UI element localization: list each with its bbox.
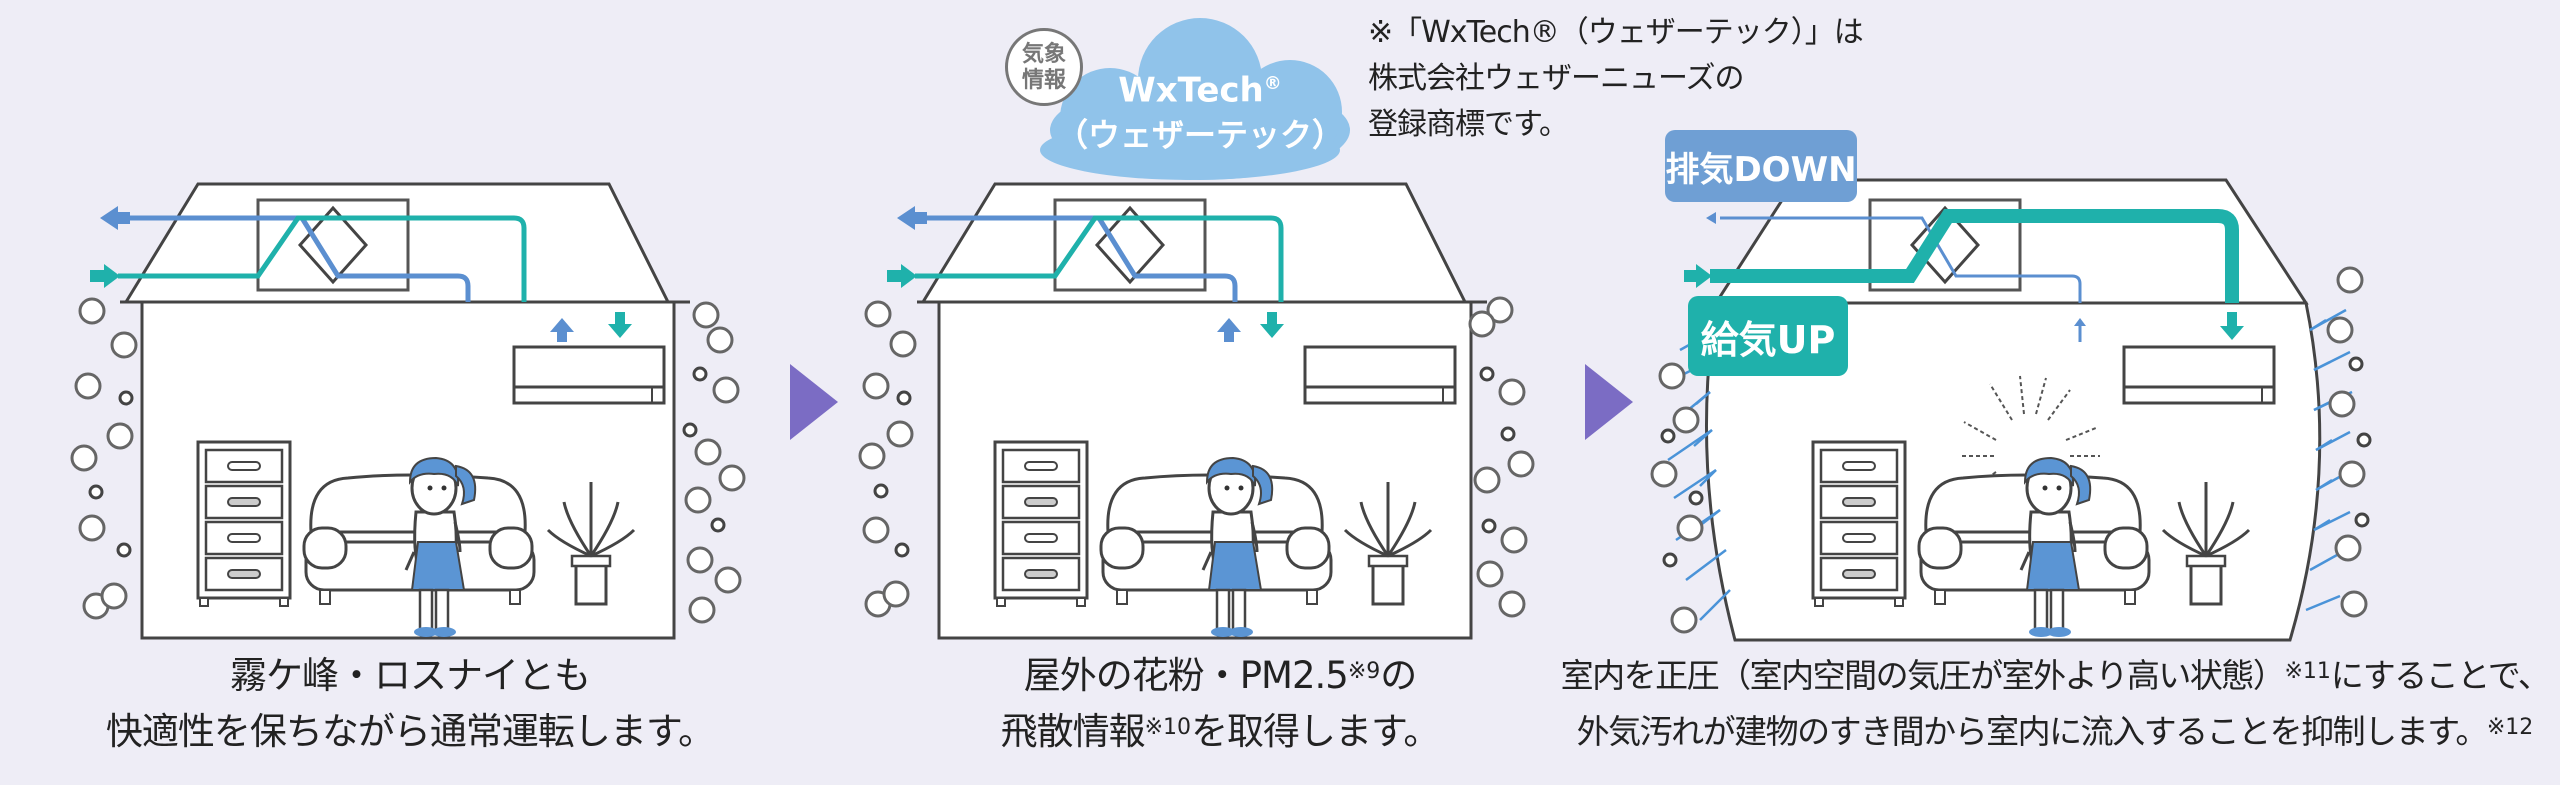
footnote-ref: ※11: [2284, 659, 2331, 684]
caption-text: にすることで、: [2330, 656, 2551, 695]
house-weather-info: [858, 182, 1535, 640]
next-step-arrow-icon: [1585, 364, 1633, 440]
caption-line2: 快適性を保ちながら通常運転します。: [105, 710, 715, 753]
caption-line2: 外気汚れが建物のすき間から室内に流入することを抑制します。※12: [1550, 704, 2560, 760]
house-positive-pressure: [1650, 178, 2372, 642]
wxtech-kana: （ウェザーテック）: [1055, 116, 1344, 155]
caption-weather-info: 屋外の花粉・PM2.5※9の 飛散情報※10を取得します。: [860, 648, 1580, 760]
exhaust-down-label: 排気DOWN: [1665, 130, 1857, 202]
supply-up-label: 給気UP: [1688, 296, 1848, 376]
house-normal: [70, 182, 746, 640]
caption-text: を取得します。: [1191, 710, 1440, 753]
badge-line1: 気象: [1021, 42, 1066, 67]
caption-line1: 屋外の花粉・PM2.5※9の: [860, 648, 1580, 704]
caption-text: 室内を正圧（室内空間の気圧が室外より高い状態）: [1560, 656, 2286, 695]
next-step-arrow-icon: [790, 364, 838, 440]
caption-normal: 霧ケ峰・ロスナイとも 快適性を保ちながら通常運転します。: [0, 648, 820, 760]
note-line1: ※「WxTech®（ウェザーテック）」は: [1368, 15, 1864, 50]
caption-line1: 室内を正圧（室内空間の気圧が室外より高い状態）※11にすることで、: [1550, 648, 2560, 704]
wxtech-name: WxTech: [1118, 70, 1264, 111]
caption-line2: 飛散情報※10を取得します。: [860, 704, 1580, 760]
caption-text: 外気汚れが建物のすき間から室内に流入することを抑制します。: [1576, 712, 2489, 751]
footnote-ref: ※10: [1144, 715, 1192, 740]
caption-text: 飛散情報: [1000, 710, 1146, 753]
caption-text: 屋外の花粉・PM2.5: [1023, 654, 1349, 697]
cloud-icon: [1040, 18, 1350, 180]
trademark-note: ※「WxTech®（ウェザーテック）」は 株式会社ウェザーニューズの 登録商標で…: [1368, 10, 1864, 148]
weather-info-badge: 気象情報: [1005, 28, 1083, 106]
footnote-ref: ※12: [2486, 715, 2534, 740]
wxtech-cloud-label: WxTech® （ウェザーテック）: [1050, 62, 1350, 158]
caption-text: の: [1380, 654, 1417, 697]
caption-line1: 霧ケ峰・ロスナイとも: [230, 654, 591, 697]
footnote-ref: ※9: [1347, 659, 1381, 684]
registered-mark: ®: [1263, 73, 1282, 94]
note-line2: 株式会社ウェザーニューズの: [1368, 61, 1744, 96]
badge-line2: 情報: [1021, 68, 1066, 93]
caption-positive-pressure: 室内を正圧（室内空間の気圧が室外より高い状態）※11にすることで、 外気汚れが建…: [1550, 648, 2560, 760]
note-line3: 登録商標です。: [1368, 107, 1569, 142]
